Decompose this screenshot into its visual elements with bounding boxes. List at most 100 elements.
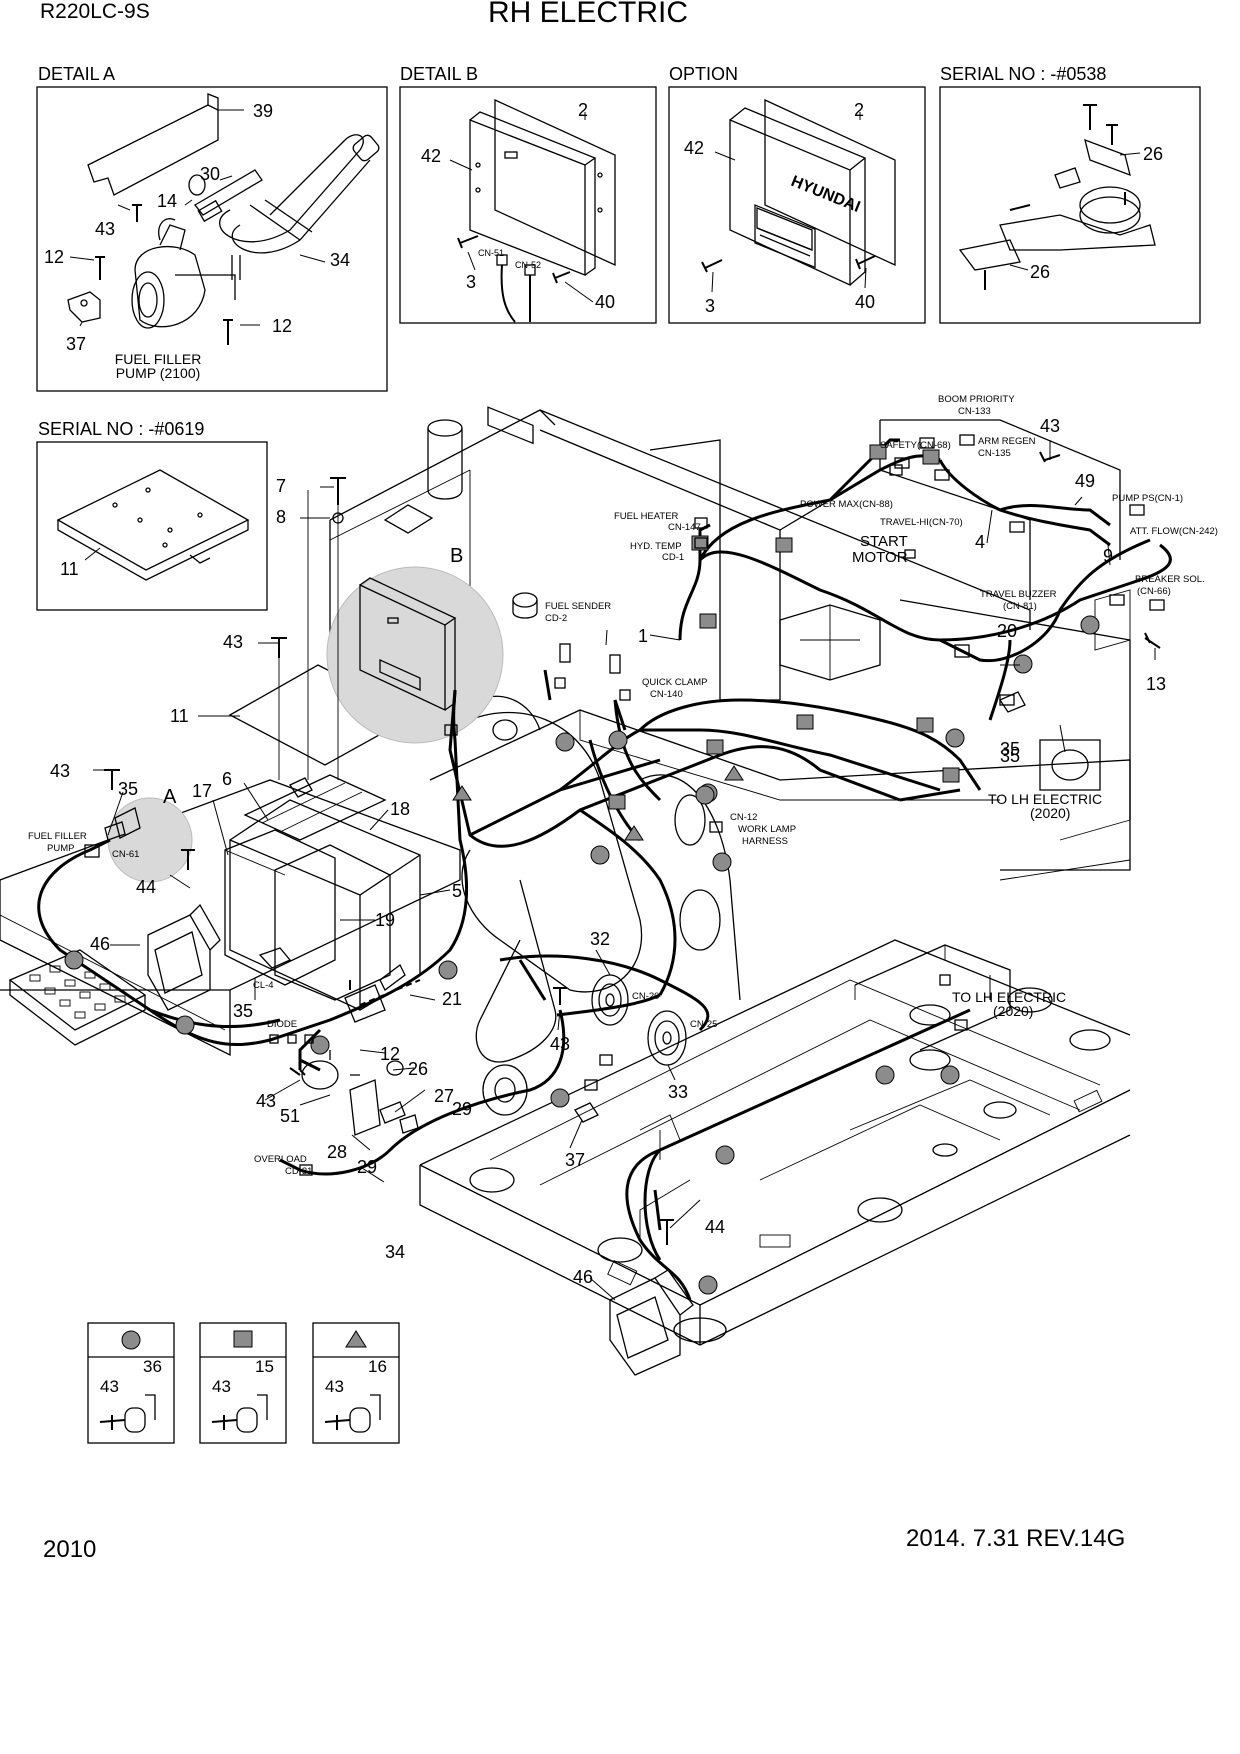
battery-left-drawing xyxy=(224,829,336,986)
part-num-b3: 3 xyxy=(466,272,476,292)
part-num-a12b: 12 xyxy=(272,316,292,336)
detail-a-callout-circle xyxy=(107,797,193,883)
cn61-line1: CN-61 xyxy=(112,849,139,860)
part-num-m35c: 35 xyxy=(1000,746,1020,766)
part-num-m19: 19 xyxy=(375,910,395,930)
part-num-m46b: 46 xyxy=(573,1267,593,1287)
hyd-temp-line2: CD-1 xyxy=(662,552,684,563)
part-num-m1: 1 xyxy=(638,626,648,646)
part-num-o42: 42 xyxy=(684,138,704,158)
to-lh-electric-1-line2: (2020) xyxy=(1030,805,1070,821)
legend-clip-triangle: 16 43 xyxy=(312,1322,400,1444)
to-lh-electric-2-line2: (2020) xyxy=(993,1003,1033,1019)
part-num-b42: 42 xyxy=(421,146,441,166)
cn20-line1: CN-20 xyxy=(632,991,659,1002)
fuel-sender-line2: CD-2 xyxy=(545,613,567,624)
option-title: OPTION xyxy=(669,64,738,84)
work-lamp-harness-line1: WORK LAMP xyxy=(738,824,796,835)
serial-0538-title: SERIAL NO : -#0538 xyxy=(940,64,1106,84)
part-num-m17: 17 xyxy=(192,781,212,801)
serial-0538-inset: SERIAL NO : -#0538 26 26 xyxy=(939,64,1201,324)
part-num-m7: 7 xyxy=(276,476,286,496)
model-number: R220LC-9S xyxy=(40,0,150,23)
travel-buzzer-line2: (CN-81) xyxy=(1003,601,1037,612)
part-num-b40: 40 xyxy=(595,292,615,312)
start-motor-label-2: MOTOR xyxy=(852,549,908,566)
cover-plate-drawing xyxy=(56,469,250,571)
fuel-sender-line1: FUEL SENDER xyxy=(545,601,611,612)
main-frame-drawing xyxy=(0,409,1131,1346)
legend-circle-bolt-part: 43 xyxy=(100,1377,119,1396)
part-num-m35d: 35 xyxy=(1000,739,1020,759)
legend-clip-square: 15 43 xyxy=(199,1322,287,1444)
horn-33-drawing xyxy=(647,1010,687,1066)
part-num-m32: 32 xyxy=(590,929,610,949)
legend-square-bolt-part: 43 xyxy=(212,1377,231,1396)
legend-square-symbol xyxy=(233,1330,253,1348)
cl4-line1: CL-4 xyxy=(253,980,274,991)
cn25-line1: CN-25 xyxy=(690,1019,717,1030)
to-lh-electric-2-line1: TO LH ELECTRIC xyxy=(952,989,1066,1005)
legend-triangle-bolt-part: 43 xyxy=(325,1377,344,1396)
part-num-a34: 34 xyxy=(330,250,350,270)
part-num-a30: 30 xyxy=(200,164,220,184)
breaker-sol-line1: BREAKER SOL. xyxy=(1135,574,1205,585)
bracket-drawing xyxy=(87,104,219,196)
part-num-m9: 9 xyxy=(1103,546,1113,566)
part-num-o40: 40 xyxy=(855,292,875,312)
travel-hi-line1: TRAVEL-HI(CN-70) xyxy=(880,517,963,528)
battery-right-drawing xyxy=(274,844,391,1001)
fuel-heater-line2: CN-147 xyxy=(668,522,701,533)
page-number: 2010 xyxy=(43,1536,97,1563)
breaker-sol-line2: (CN-66) xyxy=(1137,586,1171,597)
part-num-m43b: 43 xyxy=(50,761,70,781)
part-num-a43: 43 xyxy=(95,219,115,239)
page-title: RH ELECTRIC xyxy=(488,0,689,29)
part-num-s26a: 26 xyxy=(1143,144,1163,164)
legend-triangle-symbol xyxy=(345,1330,367,1348)
part-num-m13: 13 xyxy=(1146,674,1166,694)
fuel-filler-pump-line1: FUEL FILLER xyxy=(28,831,87,842)
part-num-m20: 20 xyxy=(997,621,1017,641)
part-num-a14: 14 xyxy=(157,191,177,211)
part-num-a37: 37 xyxy=(66,334,86,354)
hyundai-brand: HYUNDAI xyxy=(789,173,863,216)
boom-priority-line1: BOOM PRIORITY xyxy=(938,394,1015,405)
quick-clamp-line1: QUICK CLAMP xyxy=(642,677,707,688)
part-num-s26b: 26 xyxy=(1030,262,1050,282)
arm-regen-line2: CN-135 xyxy=(978,448,1011,459)
detail-b-marker: B xyxy=(450,545,463,567)
safety-line1: SAFETY(CN-68) xyxy=(880,440,951,451)
part-num-a39: 39 xyxy=(253,101,273,121)
overload-line1: OVERLOAD xyxy=(254,1154,307,1165)
to-lh-electric-1-line1: TO LH ELECTRIC xyxy=(988,791,1102,807)
power-max-line1: POWER MAX(CN-88) xyxy=(800,499,893,510)
part-num-m43a: 43 xyxy=(223,632,243,652)
att-flow-line1: ATT. FLOW(CN-242) xyxy=(1130,526,1218,537)
detail-b-callout-circle xyxy=(326,566,504,744)
boom-priority-line2: CN-133 xyxy=(958,406,991,417)
part-num-m35b: 35 xyxy=(233,1001,253,1021)
legend-circle-clip-part: 36 xyxy=(143,1357,162,1376)
fuel-filler-pump-line2: PUMP xyxy=(47,843,74,854)
part-num-m27: 27 xyxy=(434,1086,454,1106)
components xyxy=(147,451,1161,1376)
part-num-m4: 4 xyxy=(975,532,985,552)
part-num-b2: 2 xyxy=(578,100,588,120)
fuel-heater-line1: FUEL HEATER xyxy=(614,511,679,522)
horn-32-drawing xyxy=(591,974,629,1026)
part-num-m35a: 35 xyxy=(118,779,138,799)
legend-clip-circle: 36 43 xyxy=(87,1322,175,1444)
fuel-filler-caption-1: FUEL FILLER xyxy=(115,351,202,367)
detail-a-title: DETAIL A xyxy=(38,64,115,84)
quick-clamp-line2: CN-140 xyxy=(650,689,683,700)
part-num-m43d: 43 xyxy=(550,1034,570,1054)
pump-ps-line1: PUMP PS(CN-1) xyxy=(1112,493,1183,504)
option-inset: OPTION HYUNDAI 2 42 3 40 xyxy=(668,64,926,324)
cn52-label: CN-52 xyxy=(515,260,541,270)
hose-drawing xyxy=(194,169,263,216)
hyd-temp-line1: HYD. TEMP xyxy=(630,541,682,552)
fuel-pump-drawing xyxy=(134,245,206,328)
